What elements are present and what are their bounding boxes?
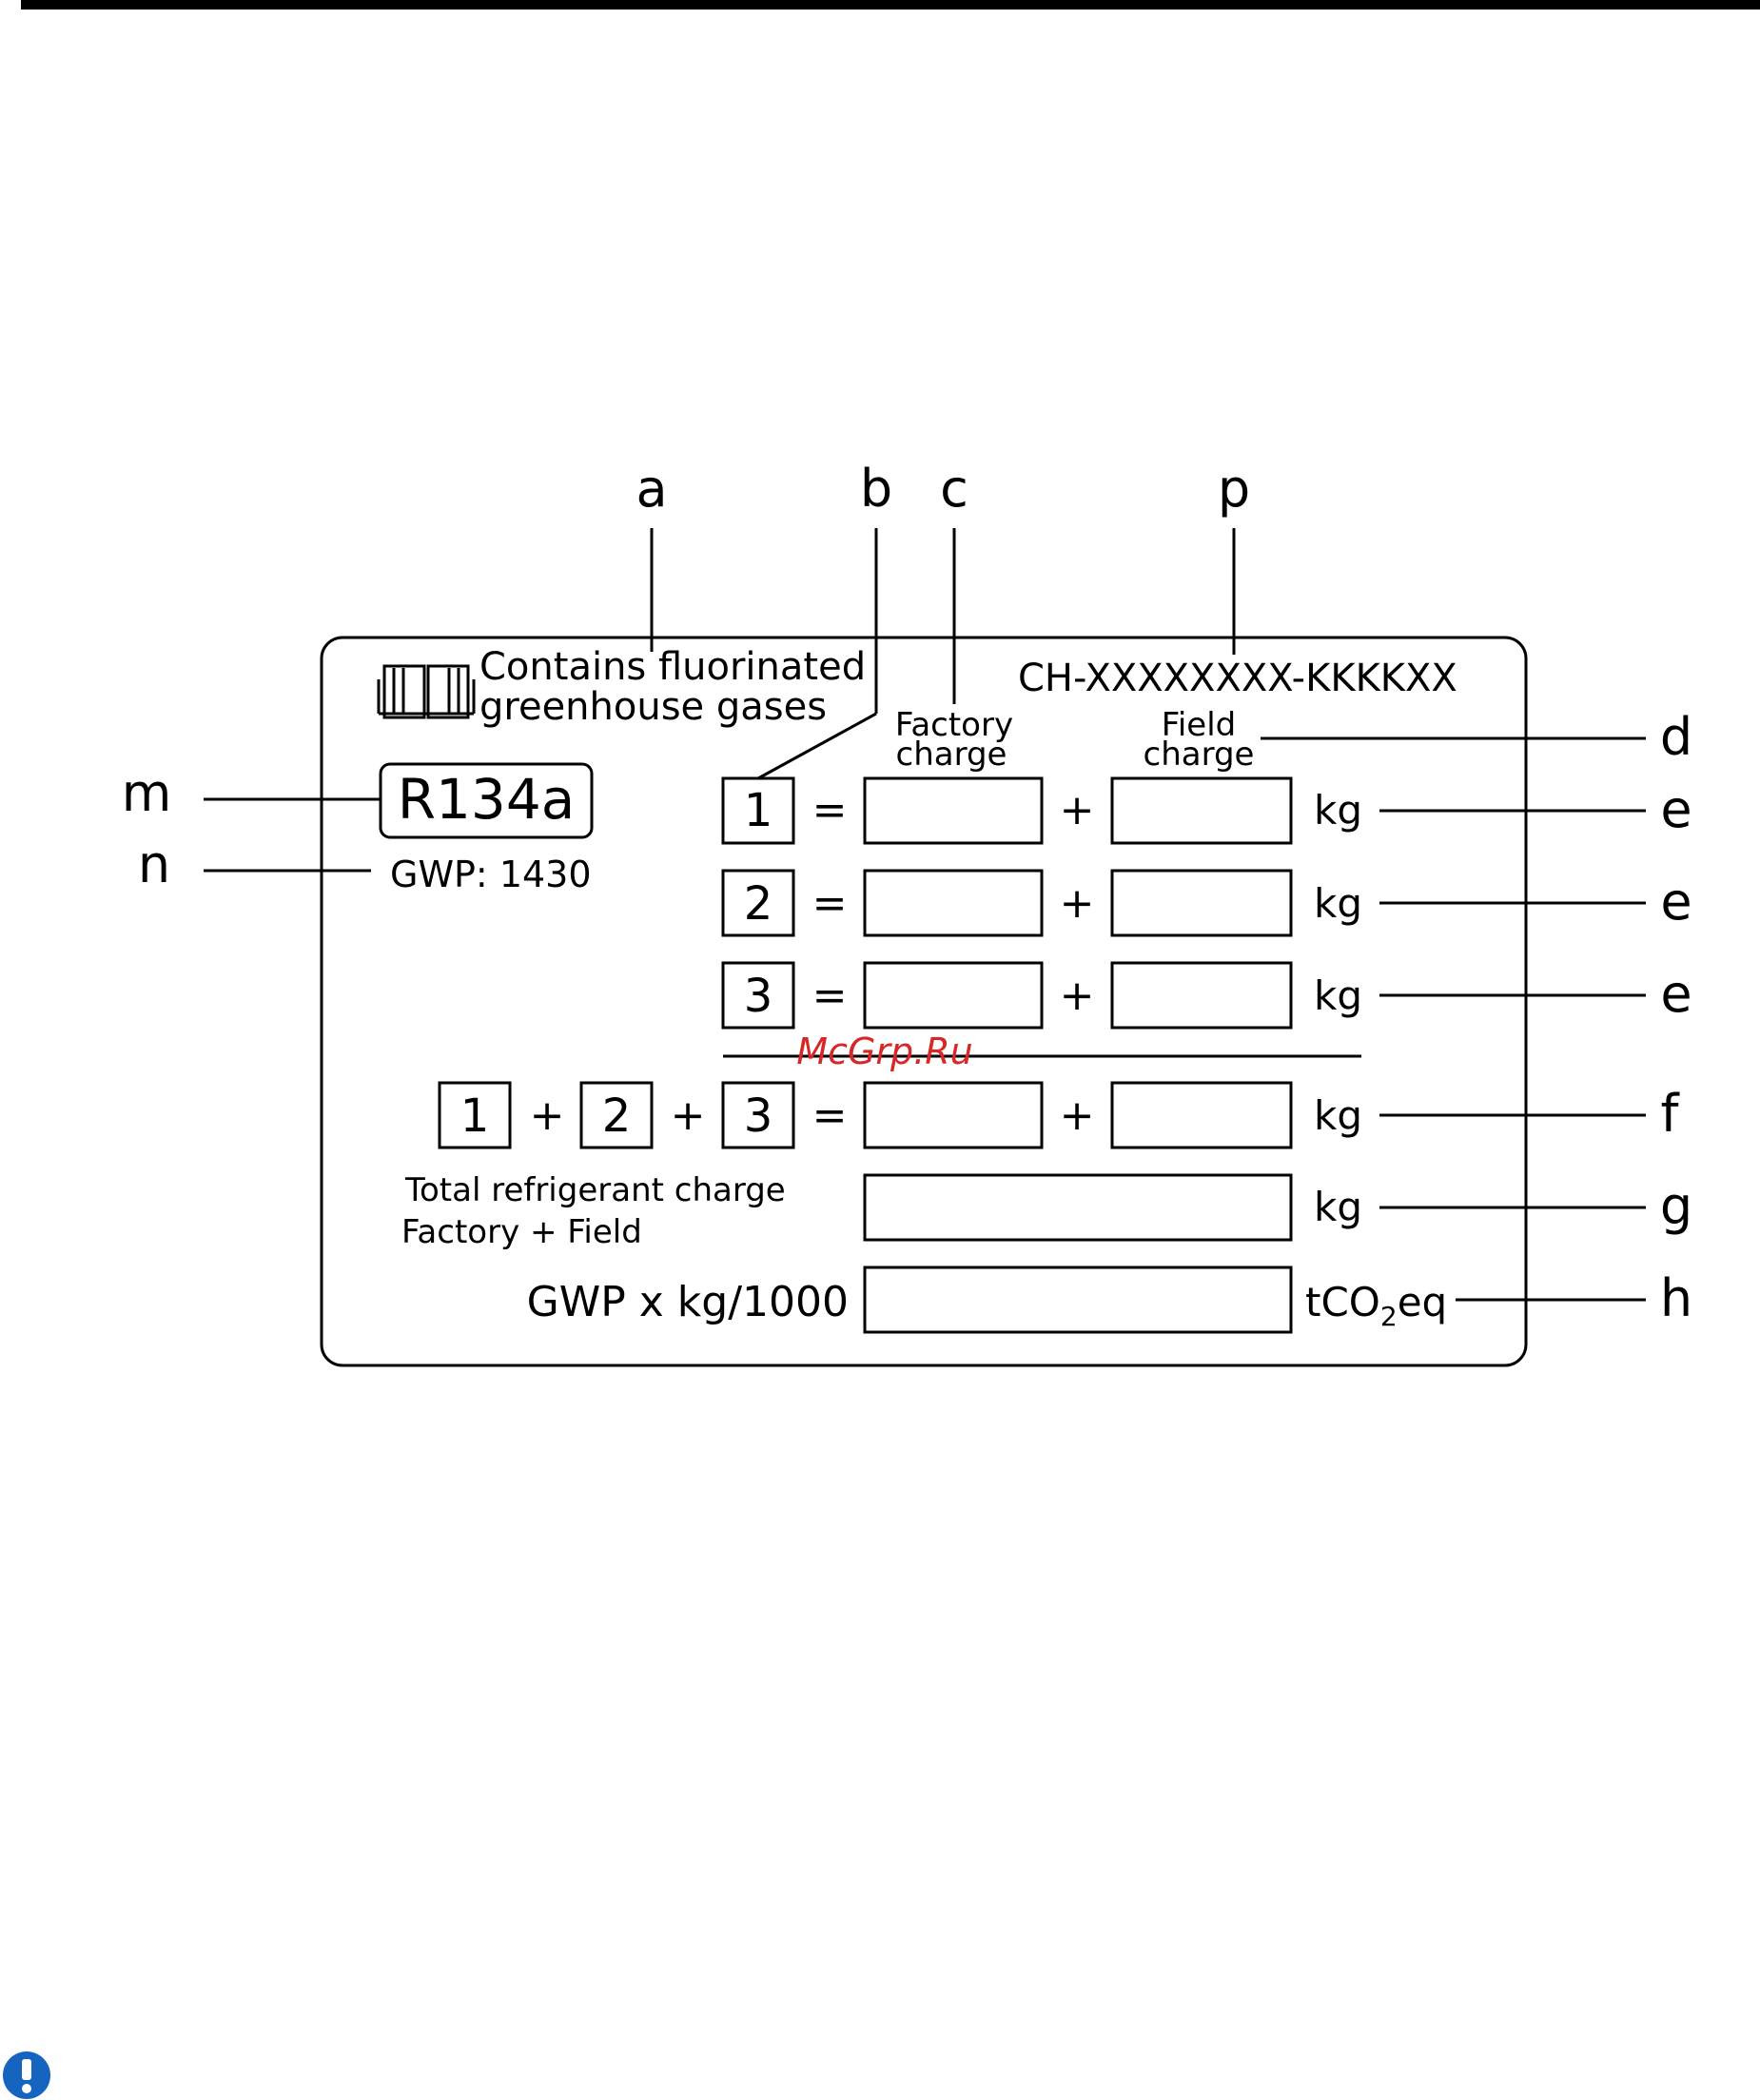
circuit-number: 1 <box>744 784 773 837</box>
callout-n: n <box>138 834 170 894</box>
callout-e1: e <box>1660 779 1692 839</box>
exclamation-circle-icon <box>3 2051 50 2099</box>
plus-sign: + <box>671 1091 706 1140</box>
callout-m: m <box>122 763 172 823</box>
callout-b: b <box>860 459 892 519</box>
book-icon <box>379 666 474 717</box>
sum-circuit-1: 1 <box>460 1089 490 1143</box>
circuit-row-3: 3 = + kg <box>723 963 1362 1028</box>
unit-kg: kg <box>1314 880 1362 927</box>
factory-charge-field[interactable] <box>865 871 1042 935</box>
factory-charge-field[interactable] <box>865 963 1042 1028</box>
field-charge-field[interactable] <box>1112 778 1291 843</box>
co2-equivalent-field[interactable] <box>865 1267 1291 1332</box>
equals-sign: = <box>812 971 848 1020</box>
equals-sign: = <box>812 879 848 928</box>
sum-circuit-2: 2 <box>602 1089 632 1143</box>
gwp-value: GWP: 1430 <box>390 854 592 895</box>
co2-unit-prefix: tCO <box>1305 1279 1380 1325</box>
callout-e3: e <box>1660 964 1692 1024</box>
field-charge-field[interactable] <box>1112 963 1291 1028</box>
callout-h: h <box>1660 1268 1692 1328</box>
plus-sign: + <box>1060 786 1095 834</box>
factory-charge-field[interactable] <box>865 778 1042 843</box>
callout-g: g <box>1660 1176 1692 1236</box>
co2-unit-suffix: eq <box>1398 1279 1448 1325</box>
sum-row: 1 + 2 + 3 = + kg <box>440 1083 1362 1148</box>
refrigerant-type: R134a <box>398 767 576 832</box>
warning-text-line2: greenhouse gases <box>479 685 827 729</box>
callout-e2: e <box>1660 872 1692 932</box>
field-charge-header-line2: charge <box>1144 736 1255 774</box>
co2-unit: tCO2eq <box>1305 1279 1447 1332</box>
factory-charge-header-line2: charge <box>896 736 1007 774</box>
co2-unit-sub: 2 <box>1380 1301 1398 1332</box>
unit-kg: kg <box>1314 972 1362 1019</box>
serial-number: CH-XXXXXXXX-KKKKXX <box>1018 657 1457 700</box>
callout-p: p <box>1218 459 1250 519</box>
total-charge-label-line2: Factory + Field <box>401 1213 642 1251</box>
gwp-formula: GWP x kg/1000 <box>527 1278 849 1326</box>
circuit-row-1: 1 = + kg <box>723 778 1362 843</box>
field-charge-field[interactable] <box>1112 871 1291 935</box>
equals-sign: = <box>812 1091 848 1140</box>
plus-sign: + <box>1060 1091 1095 1140</box>
total-unit-kg: kg <box>1314 1184 1362 1230</box>
watermark: McGrp.Ru <box>796 1030 972 1072</box>
top-rule <box>21 0 1760 10</box>
circuit-number: 2 <box>744 877 773 931</box>
sum-circuit-3: 3 <box>744 1089 773 1143</box>
circuit-row-2: 2 = + kg <box>723 871 1362 935</box>
unit-kg: kg <box>1314 787 1362 834</box>
sum-field-charge-field[interactable] <box>1112 1083 1291 1148</box>
equals-sign: = <box>812 786 848 834</box>
circuit-number: 3 <box>744 970 773 1023</box>
sum-factory-charge-field[interactable] <box>865 1083 1042 1148</box>
warning-text-line1: Contains fluorinated <box>479 645 866 689</box>
plus-sign: + <box>1060 879 1095 928</box>
unit-kg: kg <box>1314 1092 1362 1139</box>
total-charge-label-line1: Total refrigerant charge <box>404 1171 786 1209</box>
total-charge-field[interactable] <box>865 1175 1291 1240</box>
plus-sign: + <box>530 1091 565 1140</box>
plus-sign: + <box>1060 971 1095 1020</box>
callout-f: f <box>1660 1084 1680 1144</box>
callout-c: c <box>940 459 968 519</box>
callout-d: d <box>1660 707 1692 767</box>
callout-a: a <box>636 459 667 519</box>
